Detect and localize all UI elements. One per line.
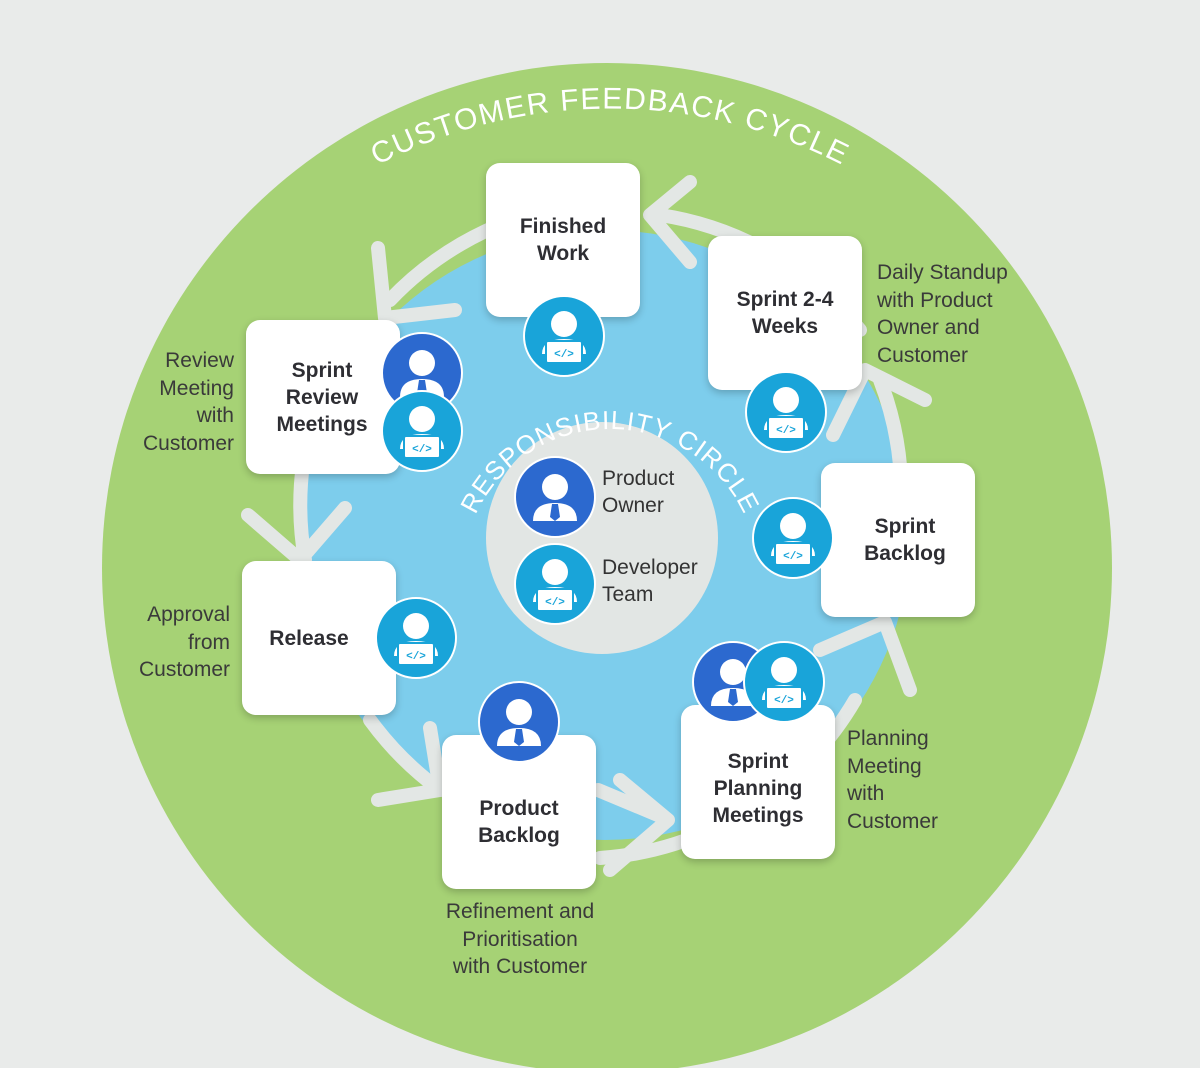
product-backlog-owner-icon [477,680,561,769]
step-sprint-review: Sprint Review Meetings [246,320,400,474]
sprint-review-developer-icon: </> [380,389,464,478]
sprint-developer-icon: </> [744,370,828,459]
note-refinement: Refinement and Prioritisation with Custo… [445,900,595,978]
svg-text:</>: </> [545,597,565,609]
note-approval: Approval from Customer [138,603,230,681]
sprint-planning-developer-icon: </> [742,640,826,729]
svg-text:</>: </> [554,349,574,361]
arrowhead-top-right [643,175,697,269]
arrowhead-bottom [603,773,675,877]
step-sprint: Sprint 2-4 Weeks [708,236,862,390]
svg-text:</>: </> [412,444,432,456]
sprint-backlog-developer-icon: </> [751,496,835,585]
step-release: Release [242,561,396,715]
svg-text:</>: </> [783,551,803,563]
step-finished-work: Finished Work [486,163,640,317]
legend-product-owner-icon [513,455,597,544]
arrowhead-left [241,501,352,567]
svg-text:</>: </> [776,425,796,437]
arrowhead-top-left [371,241,462,325]
legend-developer-icon: </> [513,542,597,631]
svg-text:</>: </> [406,651,426,663]
arrowhead-right [826,363,932,442]
note-planning-meeting: Planning Meeting with Customer [847,727,939,833]
step-sprint-backlog: Sprint Backlog [821,463,975,617]
legend-product-owner-label: Product Owner [602,467,675,517]
finished-work-developer-icon: </> [522,294,606,383]
step-sprint-planning: Sprint Planning Meetings [681,705,835,859]
release-developer-icon: </> [374,596,458,685]
note-review-meeting: Review Meeting with Customer [142,349,234,455]
arrowhead-bottom-right [813,615,917,697]
arrowhead-bottom-left [371,721,447,807]
note-daily-standup: Daily Standup with Product Owner and Cus… [877,261,1008,367]
svg-text:</>: </> [774,695,794,707]
legend-developer-team-label: Developer Team [602,556,698,606]
